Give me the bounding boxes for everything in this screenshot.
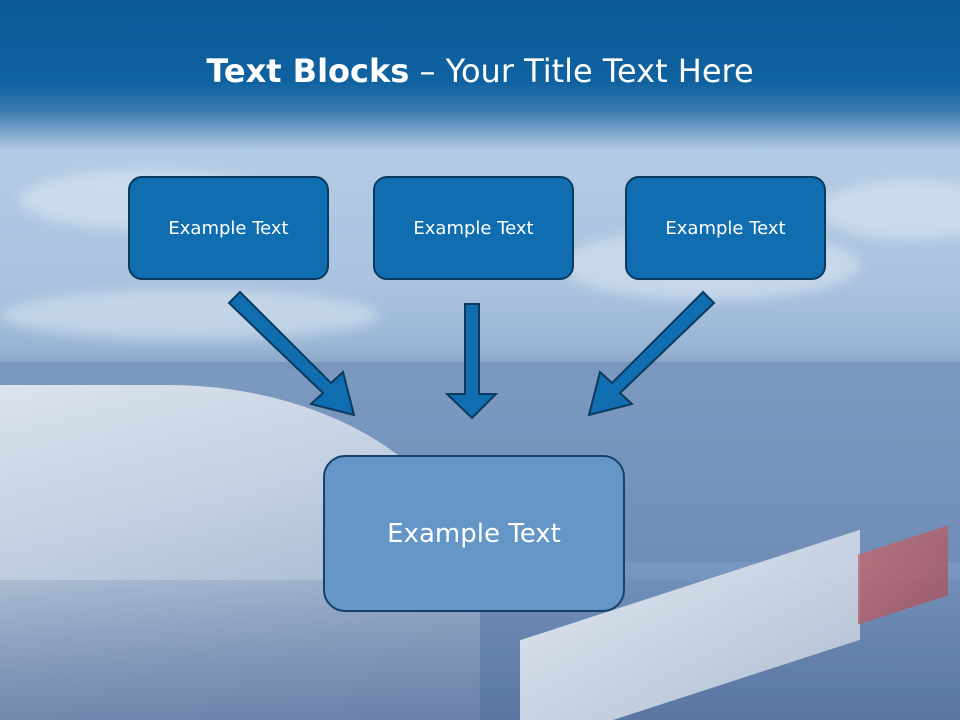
- text-block-1-label: Example Text: [168, 217, 289, 239]
- title-bar: [0, 0, 960, 150]
- main-text-block[interactable]: Example Text: [323, 455, 625, 612]
- text-block-3[interactable]: Example Text: [625, 176, 826, 280]
- title-dash: –: [409, 52, 446, 90]
- arrow-down-right-icon: [227, 290, 356, 417]
- arrow-down-left-icon: [587, 290, 716, 417]
- main-text-block-label: Example Text: [387, 518, 561, 549]
- title-bold-part: Text Blocks: [206, 52, 410, 90]
- background-cloud: [820, 180, 960, 240]
- text-block-2[interactable]: Example Text: [373, 176, 574, 280]
- text-block-2-label: Example Text: [413, 217, 534, 239]
- text-block-3-label: Example Text: [665, 217, 786, 239]
- text-block-1[interactable]: Example Text: [128, 176, 329, 280]
- title-regular-part: Your Title Text Here: [445, 52, 754, 90]
- background-cloud: [0, 290, 380, 340]
- arrow-down-icon: [444, 303, 499, 420]
- slide-title[interactable]: Text Blocks – Your Title Text Here: [0, 52, 960, 90]
